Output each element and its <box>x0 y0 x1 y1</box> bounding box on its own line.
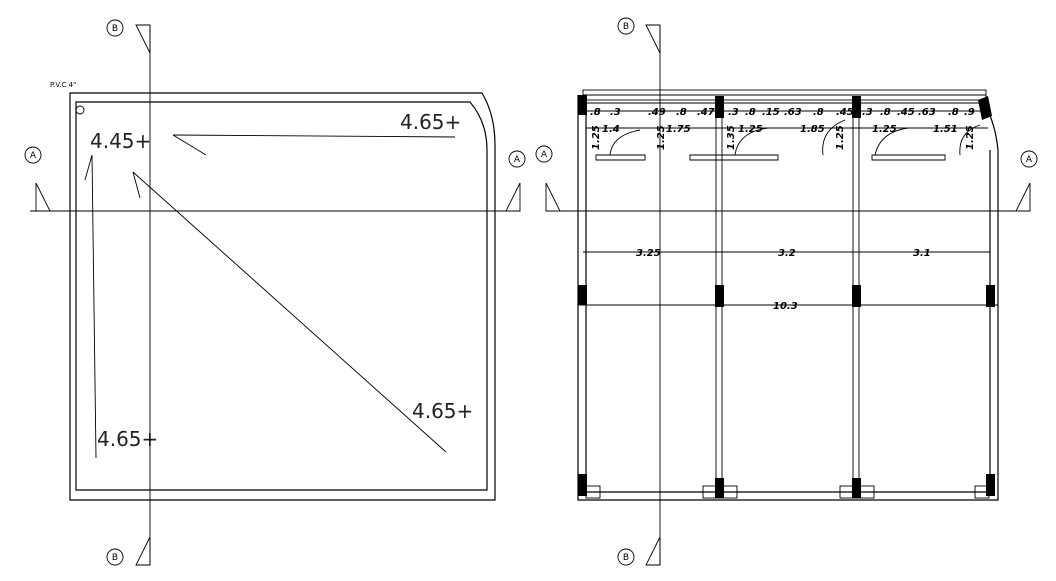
section-marker-label: B <box>623 22 629 32</box>
section-arrow <box>135 536 151 566</box>
dimension-label: 1.4 <box>602 124 620 135</box>
dimension-label: 1.25 <box>591 125 602 150</box>
dimension-label: .8 <box>948 107 959 118</box>
dimension-label: 1.25 <box>738 124 763 135</box>
pipe-label: P.V.C 4" <box>50 81 76 89</box>
bay-dim: 3.1 <box>913 248 931 259</box>
section-marker-a <box>535 145 553 163</box>
dimension-label: .3 <box>610 107 621 118</box>
floor-plan: .8 .3 .49 .8 .47 .3 .8 .15 .63 .8 .45 .3… <box>535 17 1038 566</box>
roof-plan: P.V.C 4" 4.65+ 4.45+ 4.65+ 4.65+ A A B B <box>24 19 526 566</box>
dimension-label: .63 <box>918 107 936 118</box>
section-marker-b <box>106 19 124 37</box>
bay-dim: 3.25 <box>636 248 661 259</box>
dimension-label: .63 <box>784 107 802 118</box>
section-arrow <box>1015 182 1031 212</box>
dimension-label: 1.85 <box>800 124 825 135</box>
section-arrow <box>645 536 661 566</box>
section-marker-label: A <box>1026 155 1033 165</box>
dimension-label: .15 <box>762 107 780 118</box>
dimension-label: 1.25 <box>656 125 667 150</box>
dimension-label: .8 <box>880 107 891 118</box>
slope-line <box>84 154 93 181</box>
slope-line <box>132 171 447 453</box>
level-label: 4.45+ <box>90 129 151 153</box>
section-arrow <box>505 182 521 212</box>
section-marker-label: B <box>112 24 118 34</box>
dimension-label: 1.35 <box>726 125 737 150</box>
section-arrow <box>645 24 661 54</box>
plan-outer-wall <box>577 95 999 501</box>
section-marker-label: A <box>514 155 521 165</box>
section-marker-a <box>508 150 526 168</box>
slope-line <box>172 134 456 138</box>
section-marker-label: B <box>623 553 629 563</box>
dimension-label: .45 <box>897 107 915 118</box>
level-label: 4.65+ <box>400 110 461 134</box>
roof-outer-outline <box>69 92 496 501</box>
section-marker-b <box>617 17 635 35</box>
drain-pipe-icon <box>75 105 85 115</box>
section-marker-label: A <box>30 151 37 161</box>
door-swings <box>595 119 981 161</box>
bay-dim: 3.2 <box>778 248 796 259</box>
level-label: 4.65+ <box>412 399 473 423</box>
section-marker-a <box>1020 150 1038 168</box>
dimension-label: .47 <box>697 107 715 118</box>
dimension-label: .8 <box>813 107 824 118</box>
dimension-label: .9 <box>964 107 975 118</box>
dimension-label: .49 <box>648 107 666 118</box>
total-width-dim: 10.3 <box>773 301 798 312</box>
dimension-label: 1.75 <box>666 124 691 135</box>
section-marker-label: A <box>541 150 548 160</box>
section-arrow <box>545 182 561 212</box>
dimension-label: 1.25 <box>965 125 976 150</box>
dimension-label: .8 <box>676 107 687 118</box>
section-arrow <box>35 182 51 212</box>
slope-line <box>132 171 141 199</box>
dimension-label: 1.25 <box>872 124 897 135</box>
section-arrow <box>135 24 151 54</box>
section-marker-label: B <box>112 553 118 563</box>
slope-line <box>172 134 207 156</box>
dimension-label: 1.25 <box>835 125 846 150</box>
dimension-label: .3 <box>862 107 873 118</box>
roof-inner-outline <box>75 101 488 491</box>
dimension-label: .45 <box>836 107 854 118</box>
dimension-label: .8 <box>745 107 756 118</box>
dimension-label: .3 <box>728 107 739 118</box>
dimension-label: .8 <box>590 107 601 118</box>
slope-line <box>91 154 97 459</box>
structural-columns <box>578 95 995 498</box>
section-marker-b <box>617 548 635 566</box>
dimension-label: 1.51 <box>933 124 958 135</box>
section-marker-b <box>106 548 124 566</box>
level-label: 4.65+ <box>97 427 158 451</box>
section-marker-a <box>24 146 42 164</box>
